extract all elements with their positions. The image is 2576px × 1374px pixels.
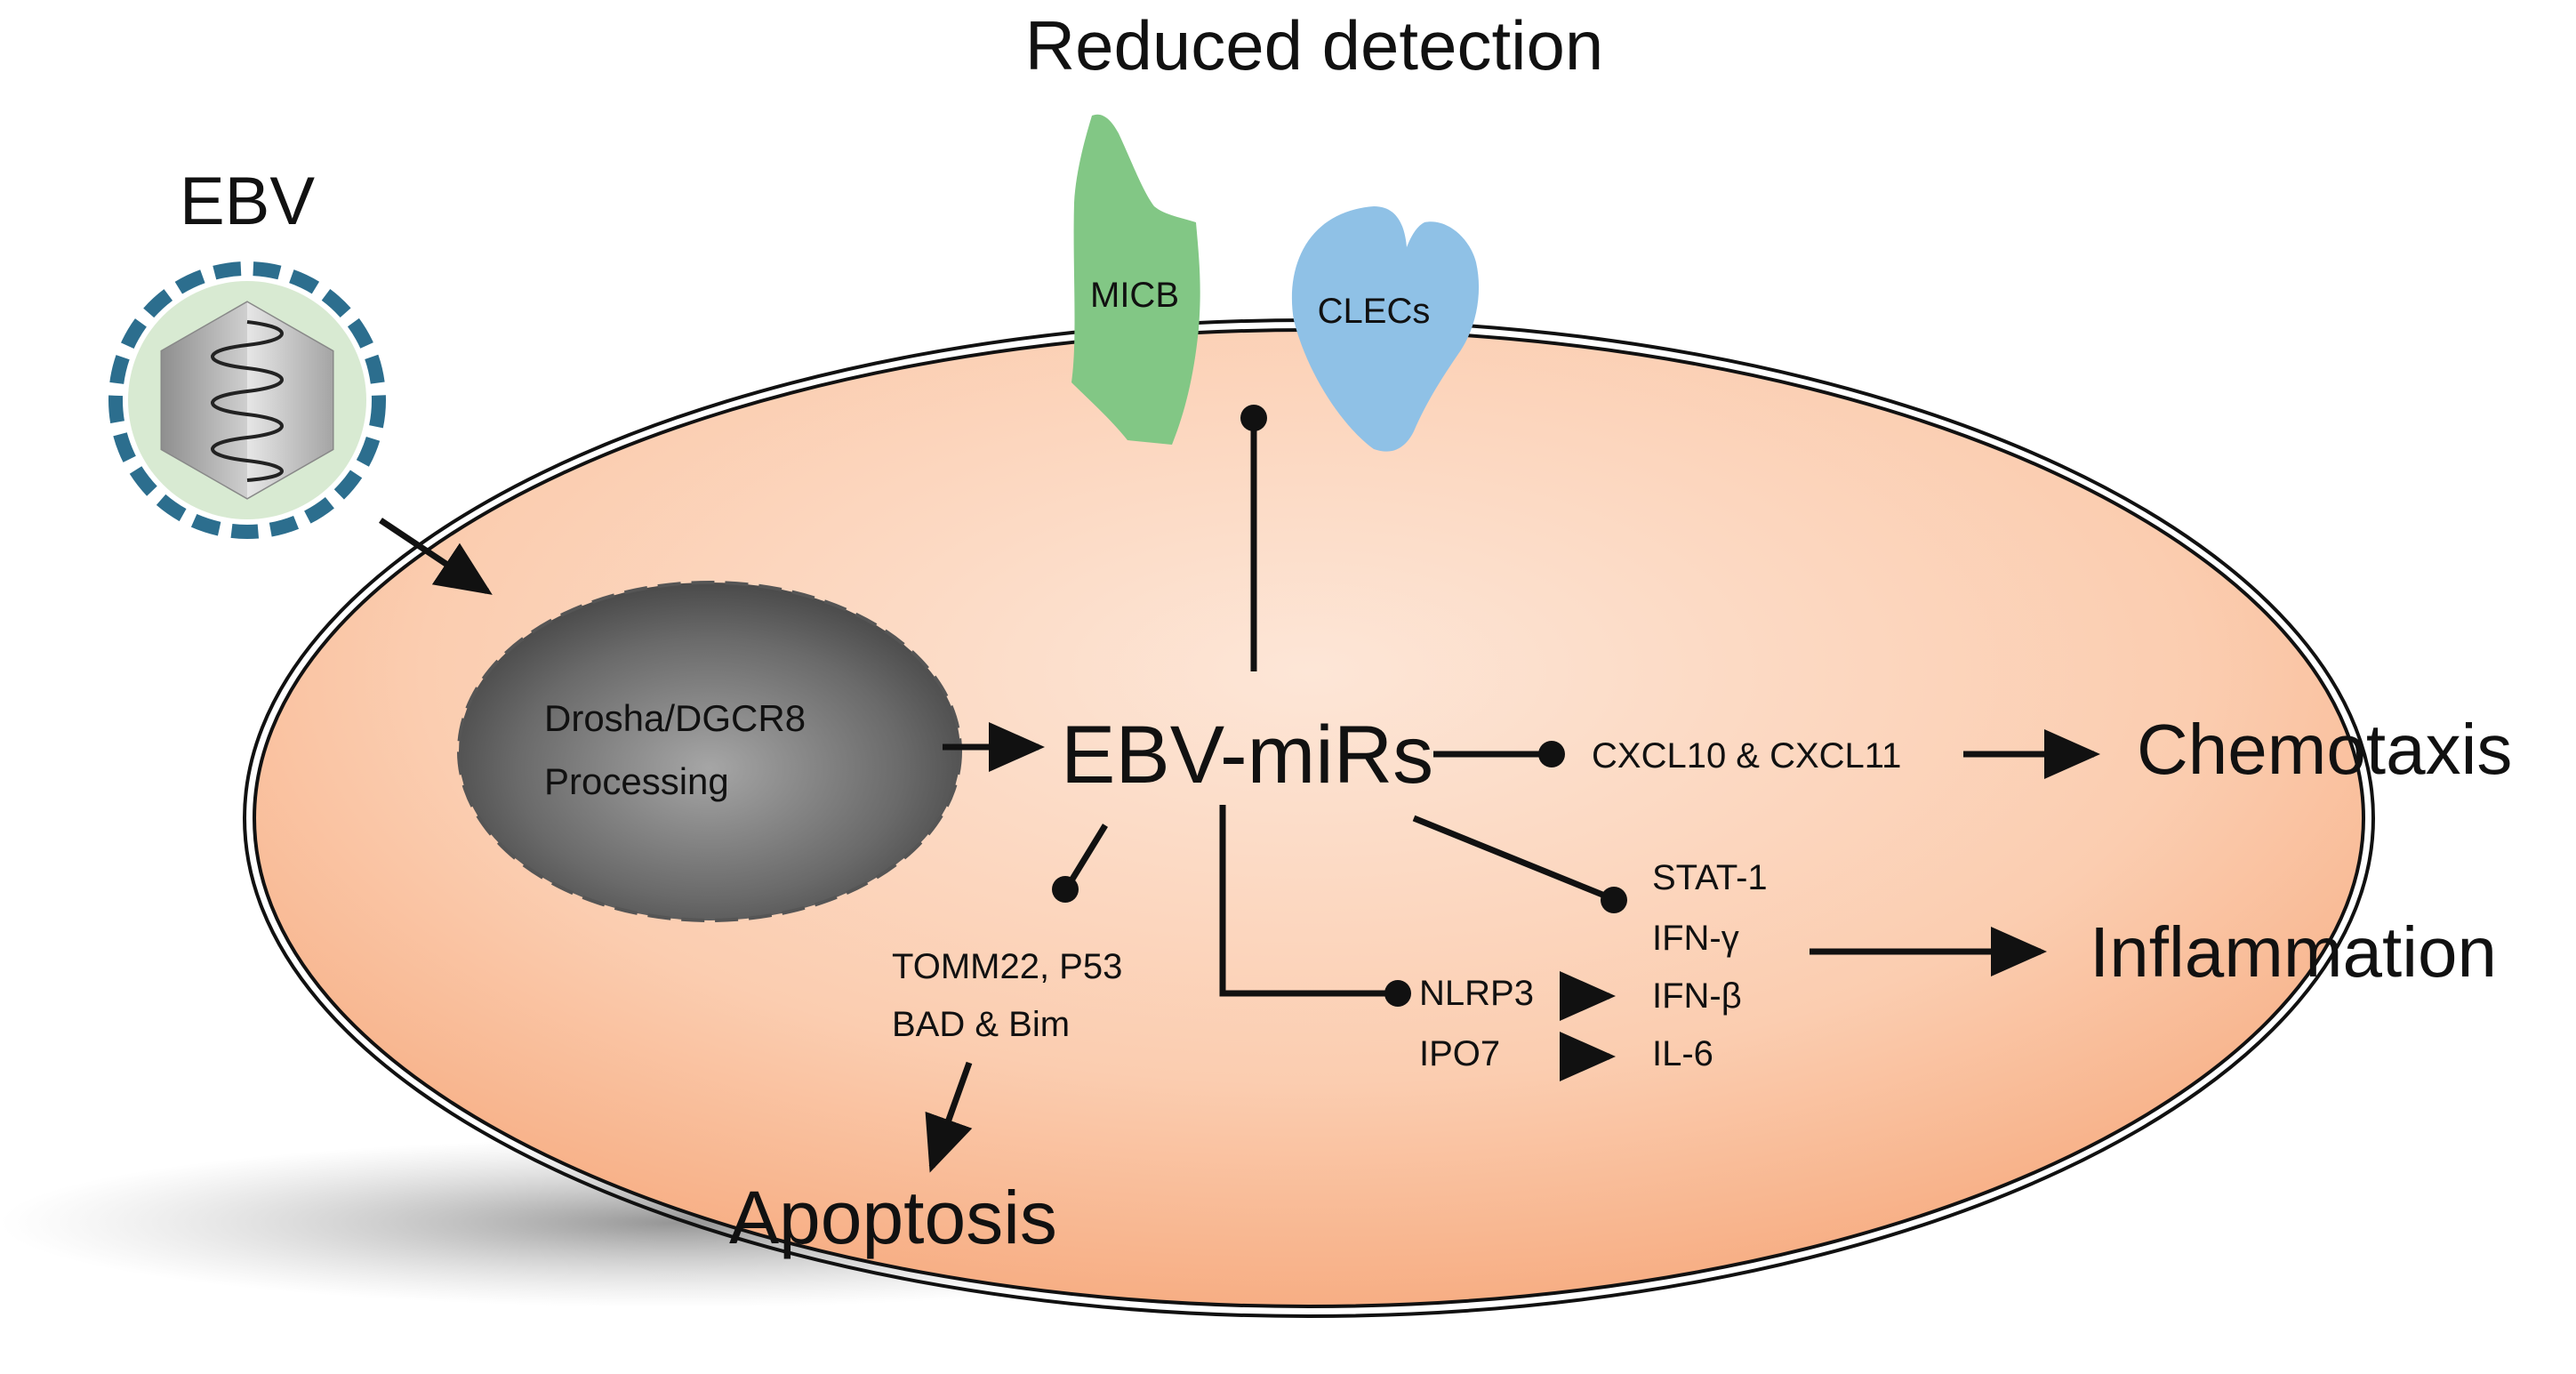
clecs-label: CLECs — [1318, 292, 1431, 331]
stat1-label: STAT-1 — [1652, 858, 1768, 897]
ebv-label: EBV — [180, 164, 315, 239]
processing-label-line1: Drosha/DGCR8 — [544, 697, 806, 739]
ebv-virion-icon — [108, 261, 386, 539]
clecs-receptor — [1291, 206, 1480, 452]
il6-label: IL-6 — [1652, 1034, 1713, 1073]
chemotaxis-label: Chemotaxis — [2137, 710, 2512, 789]
cxcl-label: CXCL10 & CXCL11 — [1592, 736, 1901, 775]
nlrp3-label: NLRP3 — [1419, 974, 1534, 1013]
inhibit-cxcl-dot — [1538, 741, 1565, 767]
ipo7-label: IPO7 — [1419, 1034, 1500, 1073]
inhibit-receptors-dot — [1240, 405, 1267, 431]
ebv-entry-arrow — [379, 518, 493, 595]
tomm-label-line1: TOMM22, P53 — [892, 947, 1122, 986]
inhibit-tomm-dot — [1052, 876, 1079, 903]
inhibit-nlrp3-line — [1219, 805, 1393, 997]
micb-receptor — [1071, 114, 1200, 446]
nucleus — [457, 581, 962, 922]
ebv-mirs-label: EBV-miRs — [1061, 710, 1433, 800]
ifn-beta-label: IFN-β — [1652, 976, 1742, 1016]
inhibit-tomm-line — [1066, 824, 1108, 887]
reduced-detection-label: Reduced detection — [1025, 6, 1603, 84]
apoptosis-label: Apoptosis — [729, 1176, 1057, 1259]
tomm-label-line2: BAD & Bim — [892, 1005, 1070, 1044]
processing-label-line2: Processing — [544, 760, 729, 802]
inhibition-dots — [1052, 405, 1627, 1007]
inhibit-nlrp3-dot — [1384, 980, 1411, 1007]
inflammation-label: Inflammation — [2090, 912, 2497, 992]
inhibit-stat-dot — [1601, 887, 1627, 913]
inhibit-stat-line — [1412, 815, 1613, 902]
ifn-gamma-label: IFN-γ — [1652, 919, 1739, 958]
apoptosis-arrow — [925, 1061, 973, 1173]
micb-label: MICB — [1090, 276, 1179, 315]
connector-group — [379, 422, 2100, 1173]
